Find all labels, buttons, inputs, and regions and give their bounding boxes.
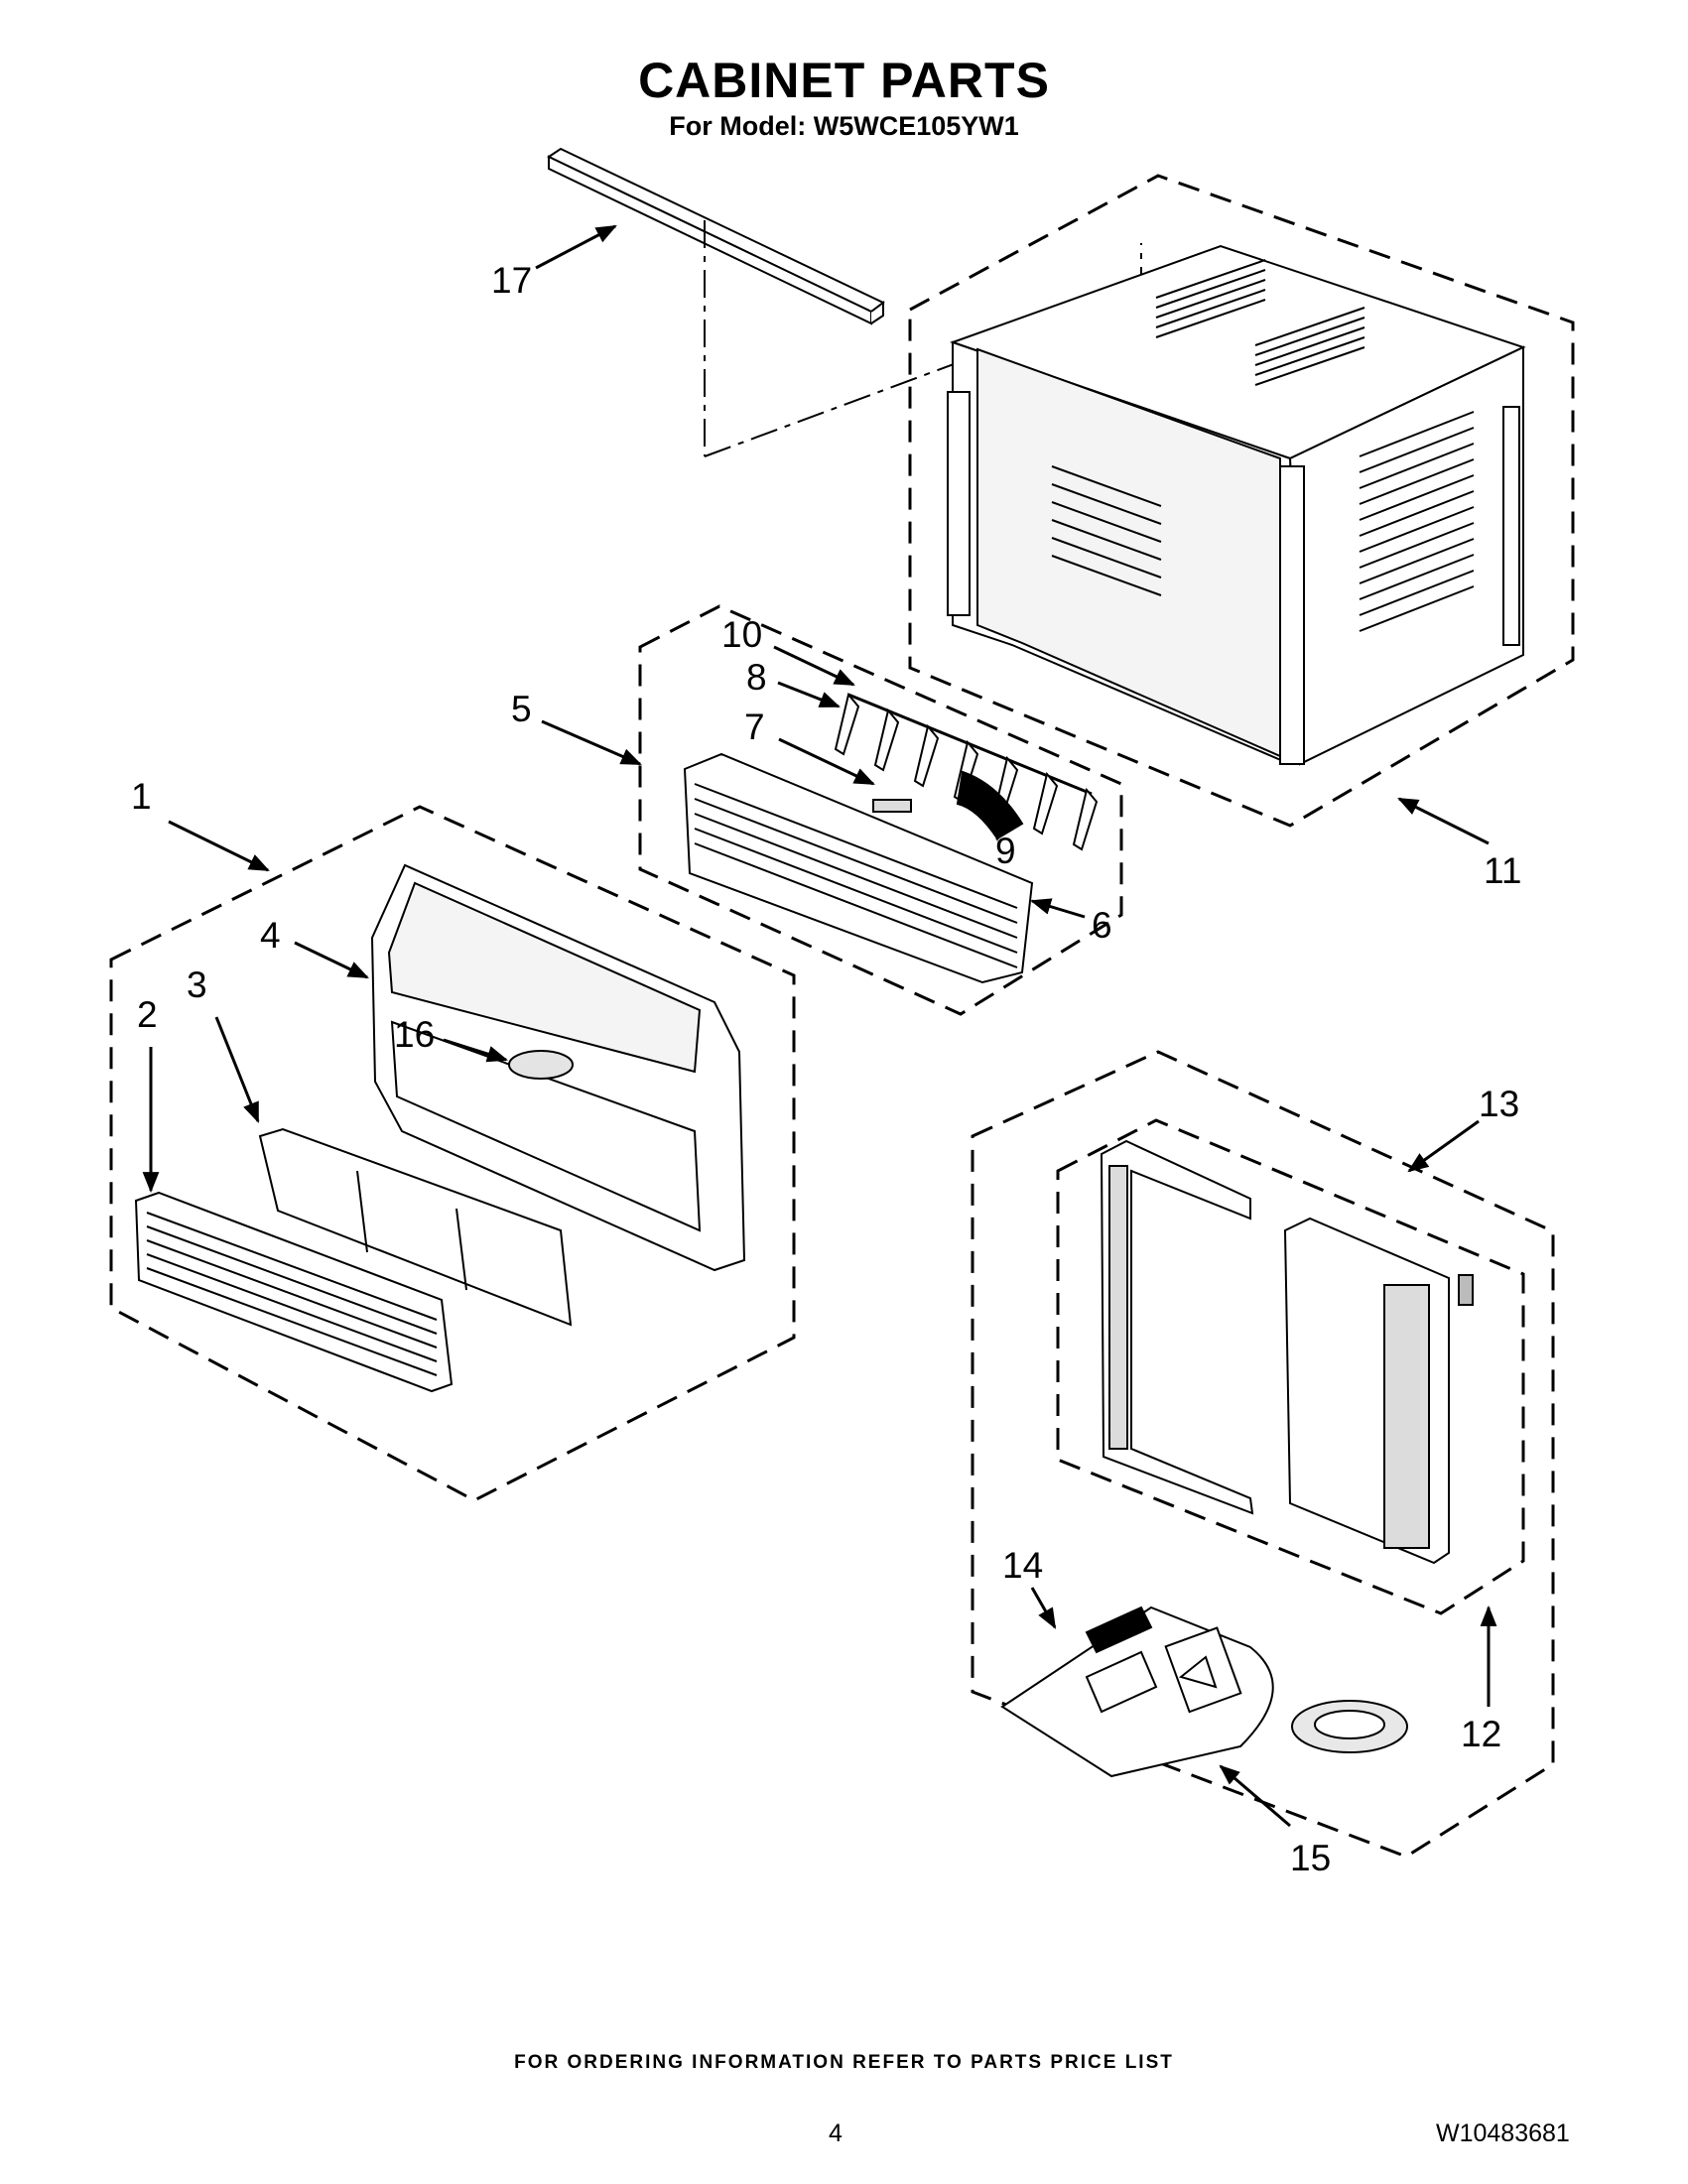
callout-12: 12 xyxy=(1461,1714,1501,1754)
callout-11: 11 xyxy=(1484,850,1521,891)
callout-13: 13 xyxy=(1479,1084,1519,1124)
louver-clip-part xyxy=(872,799,912,813)
leader-1 xyxy=(168,820,270,872)
leader-15 xyxy=(1219,1764,1291,1828)
callout-8: 8 xyxy=(746,657,767,698)
leader-10 xyxy=(773,645,855,687)
callout-labels: 1 2 3 4 5 6 7 8 9 10 11 12 13 14 15 16 1… xyxy=(131,260,1521,1878)
document-number: W10483681 xyxy=(1436,2120,1570,2147)
cabinet-part xyxy=(947,244,1526,766)
leader-13 xyxy=(1407,1119,1480,1173)
callout-10: 10 xyxy=(721,614,762,655)
leader-7 xyxy=(778,737,875,786)
callout-17: 17 xyxy=(491,260,532,301)
callout-7: 7 xyxy=(744,707,765,747)
window-kit-outer-outline xyxy=(971,1050,1555,1859)
callout-3: 3 xyxy=(187,964,207,1005)
callout-5: 5 xyxy=(511,689,532,729)
cabinet-group-outline xyxy=(908,174,1575,828)
model-subtitle: For Model: W5WCE105YW1 xyxy=(669,111,1019,141)
leader-8 xyxy=(777,681,841,708)
leader-3 xyxy=(214,1016,260,1123)
top-rail-part xyxy=(546,147,1142,457)
callout-6: 6 xyxy=(1092,905,1112,946)
logo-badge-part xyxy=(508,1050,574,1080)
leader-11 xyxy=(1397,797,1490,845)
louver-assembly-part xyxy=(683,692,1099,984)
window-kit-inner-outline xyxy=(1056,1118,1525,1615)
ordering-note: FOR ORDERING INFORMATION REFER TO PARTS … xyxy=(514,2052,1174,2073)
page-title: CABINET PARTS xyxy=(638,53,1050,108)
callout-9: 9 xyxy=(995,831,1016,871)
installation-kit-part xyxy=(1000,1606,1408,1778)
page-number: 4 xyxy=(829,2120,843,2147)
front-panel-part xyxy=(370,863,746,1272)
window-side-panels-part xyxy=(1100,1139,1474,1565)
leader-16 xyxy=(443,1038,509,1063)
leader-6 xyxy=(1029,898,1086,919)
callout-4: 4 xyxy=(260,915,281,956)
leader-14 xyxy=(1030,1587,1057,1629)
callout-2: 2 xyxy=(137,994,158,1035)
callout-15: 15 xyxy=(1290,1838,1331,1878)
leader-5 xyxy=(541,719,642,766)
air-filter-part xyxy=(258,1127,573,1327)
front-panel-group-outline xyxy=(109,805,796,1502)
leader-17 xyxy=(535,224,617,270)
vane-link-part xyxy=(956,770,1024,840)
callout-16: 16 xyxy=(394,1014,435,1055)
callout-14: 14 xyxy=(1002,1545,1043,1586)
leader-4 xyxy=(294,941,369,979)
grille-assembly-group-outline xyxy=(638,604,1123,1016)
callout-1: 1 xyxy=(131,776,152,817)
